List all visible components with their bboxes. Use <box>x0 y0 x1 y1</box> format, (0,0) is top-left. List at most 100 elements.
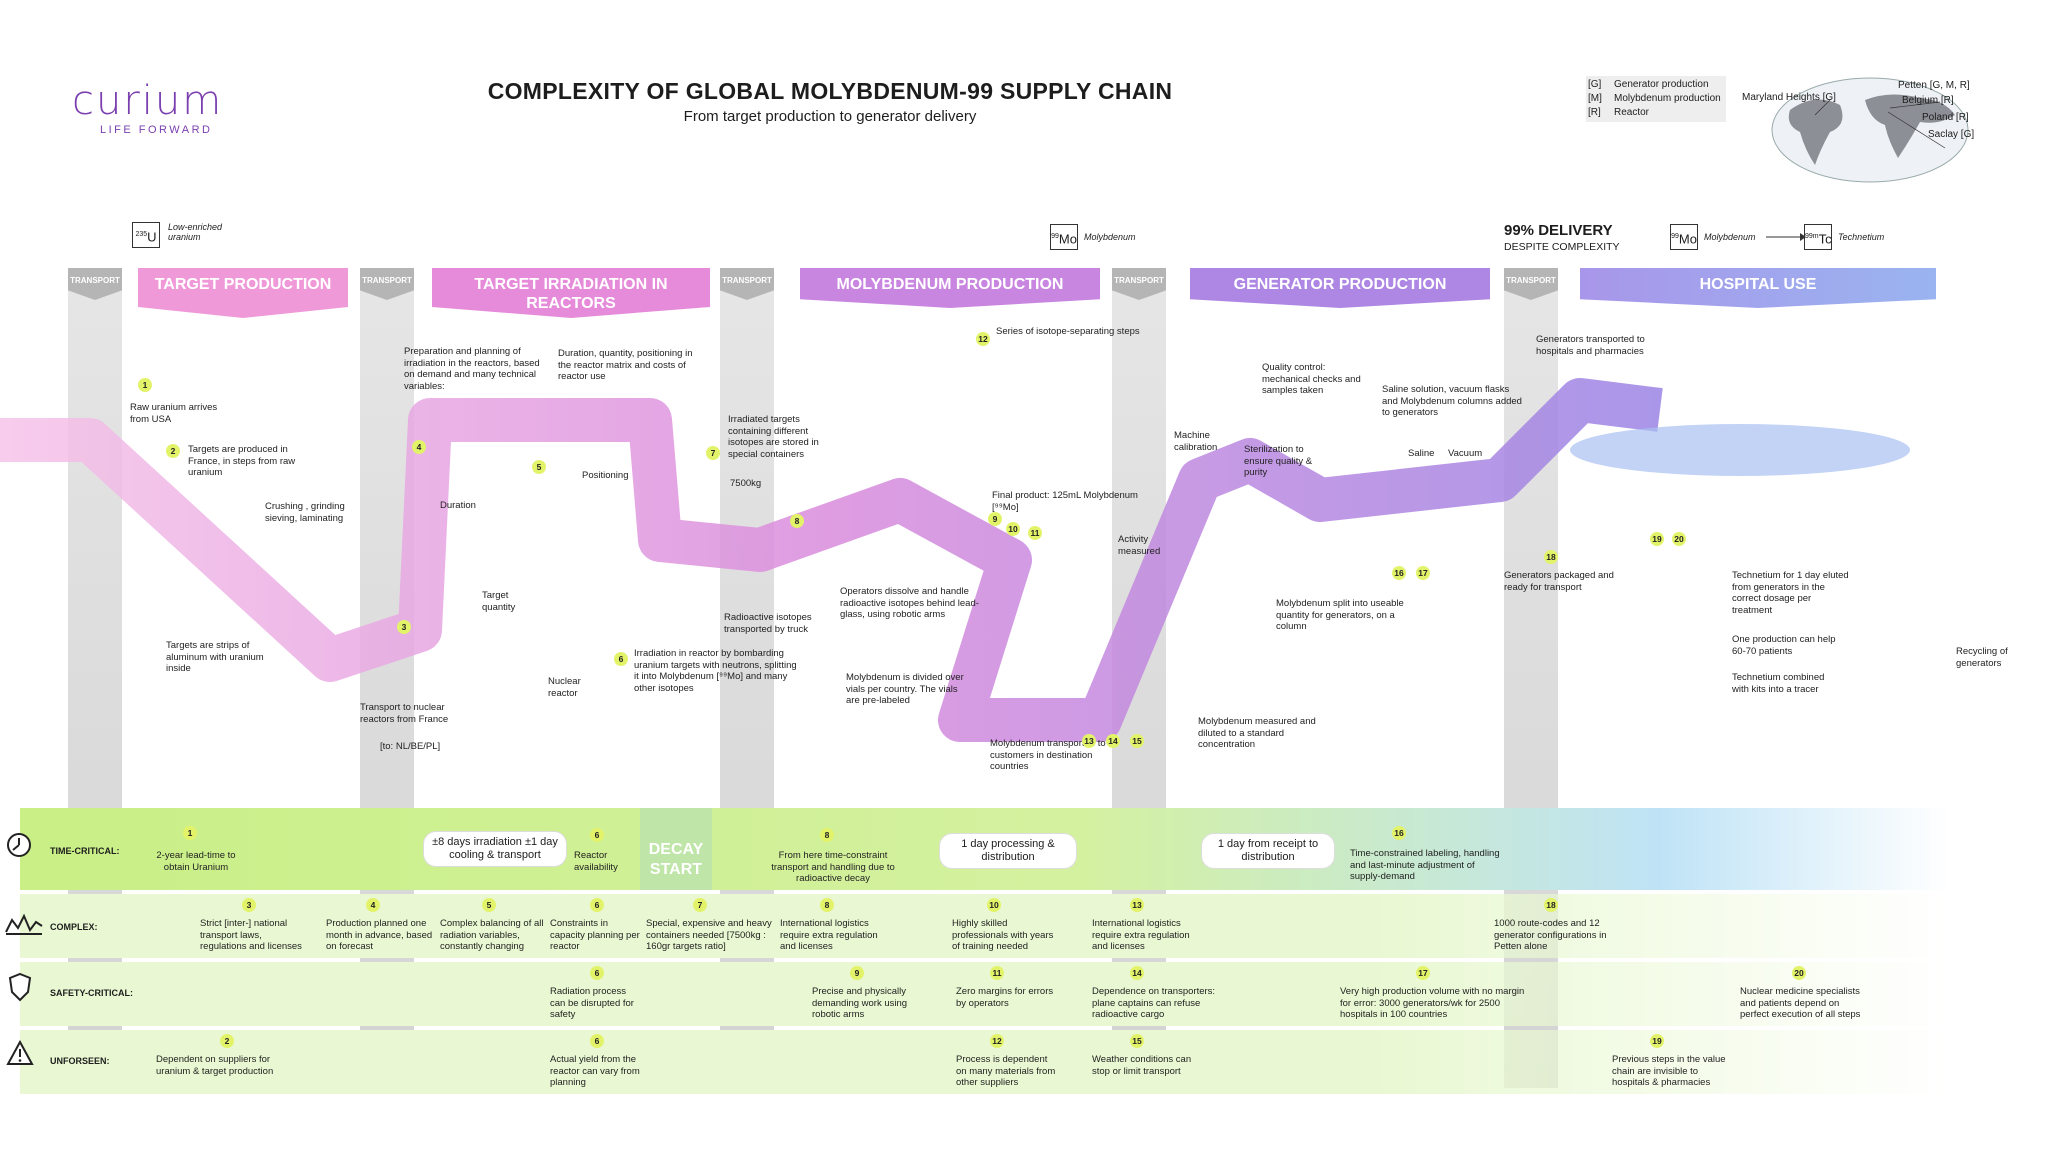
diagram-text: Targets are strips of aluminum with uran… <box>166 640 264 674</box>
row-item-text: Strict [inter-] national transport laws,… <box>200 918 302 952</box>
isotope-caption: Low-enriched uranium <box>168 222 223 242</box>
map-label: Saclay [G] <box>1928 129 1975 140</box>
diagram-text: Generators transported to hospitals and … <box>1536 334 1645 357</box>
map-label: Poland [R] <box>1922 112 1969 123</box>
row-item-text: International logistics require extra re… <box>780 918 878 952</box>
row-item-pill: 1 day from receipt to distribution <box>1202 834 1334 868</box>
world-map <box>1771 77 1969 183</box>
decay-start-label: DECAY START <box>648 841 704 878</box>
diagram-text: Saline solution, vacuum flasks and Molyb… <box>1382 384 1522 418</box>
complex-graph-icon <box>5 913 43 935</box>
phase-header-molybdenum: MOLYBDENUM PRODUCTION <box>800 268 1100 308</box>
row-item-text: Reactor availability <box>574 850 618 873</box>
diagram-text: One production can help 60-70 patients <box>1732 634 1836 657</box>
diagram-text: Duration <box>440 500 476 511</box>
diagram-text: Vacuum <box>1448 448 1483 459</box>
arrow-icon <box>1766 233 1806 241</box>
row-badge: 6 <box>590 828 604 842</box>
shield-icon <box>8 972 32 1002</box>
step-badge: 11 <box>1028 526 1042 540</box>
phase-header-generator: GENERATOR PRODUCTION <box>1190 268 1490 308</box>
map-label: Petten [G, M, R] <box>1898 80 1970 91</box>
step-badge: 4 <box>412 440 426 454</box>
row-badge: 6 <box>590 1034 604 1048</box>
diagram-text: Preparation and planning of irradiation … <box>404 346 540 392</box>
step-badge: 12 <box>976 332 990 346</box>
step-badge: 14 <box>1106 734 1120 748</box>
step-badge: 13 <box>1082 734 1096 748</box>
row-badge: 19 <box>1650 1034 1664 1048</box>
row-badge: 4 <box>366 898 380 912</box>
isotope-caption: Molybdenum <box>1704 232 1756 242</box>
row-badge: 17 <box>1416 966 1430 980</box>
row-badge: 7 <box>693 898 707 912</box>
phase-header-target-production: TARGET PRODUCTION <box>138 268 348 318</box>
row-item-text: International logistics require extra re… <box>1092 918 1190 952</box>
phase-header-irradiation: TARGET IRRADIATION IN REACTORS <box>432 268 710 318</box>
row-item-text: Actual yield from the reactor can vary f… <box>550 1054 640 1088</box>
row-badge: 20 <box>1792 966 1806 980</box>
row-item-text: Complex balancing of all radiation varia… <box>440 918 544 952</box>
unforseen-band <box>20 1030 1950 1094</box>
diagram-text: Nuclear reactor <box>548 676 581 699</box>
row-badge: 18 <box>1544 898 1558 912</box>
step-badge: 16 <box>1392 566 1406 580</box>
diagram-text: Targets are produced in France, in steps… <box>188 444 296 478</box>
row-badge: 3 <box>242 898 256 912</box>
diagram-text: Activity measured <box>1118 534 1161 557</box>
diagram-text: Machine calibration <box>1174 430 1218 453</box>
diagram-text: Saline <box>1408 448 1435 459</box>
logo-wordmark: curium <box>72 78 224 124</box>
row-item-text: Precise and physically demanding work us… <box>812 986 908 1020</box>
step-badge: 7 <box>706 446 720 460</box>
row-badge: 12 <box>990 1034 1004 1048</box>
delivery-subline: DESPITE COMPLEXITY <box>1504 241 1620 253</box>
row-item-text: Production planned one month in advance,… <box>326 918 433 952</box>
row-item-text: Constraints in capacity planning per rea… <box>550 918 640 952</box>
row-item-text: From here time-constraint transport and … <box>771 850 895 884</box>
row-item-text: Zero margins for errors by operators <box>956 986 1054 1009</box>
row-item-text: Process is dependent on many materials f… <box>956 1054 1056 1088</box>
row-badge: 16 <box>1392 826 1406 840</box>
isotope-box: 99mTc <box>1804 224 1832 250</box>
diagram-text: Crushing , grinding sieving, laminating <box>265 501 345 524</box>
diagram-text: Technetium combined with kits into a tra… <box>1732 672 1825 695</box>
diagram-text: Duration, quantity, positioning in the r… <box>558 348 693 382</box>
diagram-text: Molybdenum is divided over vials per cou… <box>846 672 964 706</box>
row-badge: 6 <box>590 898 604 912</box>
row-badge: 5 <box>482 898 496 912</box>
diagram-text: Technetium for 1 day eluted from generat… <box>1732 570 1849 616</box>
row-item-text: Previous steps in the value chain are in… <box>1612 1054 1726 1088</box>
page-subtitle: From target production to generator deli… <box>683 108 977 125</box>
logo-tagline: LIFE FORWARD <box>100 124 213 136</box>
diagram-text: Transport to nuclear reactors from Franc… <box>360 702 449 725</box>
warning-icon <box>6 1040 34 1065</box>
isotope-caption: Molybdenum <box>1084 232 1136 242</box>
row-item-text: Dependence on transporters: plane captai… <box>1092 986 1216 1020</box>
delivery-headline: 99% DELIVERY <box>1504 222 1613 239</box>
row-badge: 8 <box>820 828 834 842</box>
clock-icon <box>7 833 31 857</box>
diagram-text: Sterilization to ensure quality & purity <box>1244 444 1313 478</box>
diagram-text: Irradiated targets containing different … <box>728 414 819 460</box>
legend-item: [R]Reactor <box>1588 107 1650 118</box>
diagram-text: Radioactive isotopes transported by truc… <box>724 612 812 635</box>
row-item-text: Special, expensive and heavy containers … <box>646 918 772 952</box>
diagram-text: Raw uranium arrives from USA <box>130 402 218 425</box>
diagram-text: 7500kg <box>730 478 762 489</box>
isotope-box: 235U <box>132 222 160 248</box>
legend-item: [M]Molybdenum production <box>1588 93 1721 104</box>
isotope-box: 99Mo <box>1050 224 1078 250</box>
diagram-text: Molybdenum transported to customers in d… <box>990 738 1106 772</box>
row-label-time-critical: TIME-CRITICAL: <box>50 846 120 856</box>
row-item-pill: 1 day processing & distribution <box>940 834 1076 868</box>
step-badge: 19 <box>1650 532 1664 546</box>
row-item-pill: ±8 days irradiation ±1 day cooling & tra… <box>424 832 566 866</box>
decay-start-band <box>640 808 712 890</box>
row-item-text: Very high production volume with no marg… <box>1340 986 1525 1020</box>
safety-band <box>20 962 1950 1026</box>
row-badge: 8 <box>820 898 834 912</box>
process-flow-ribbon <box>0 378 1910 742</box>
row-item-text: Weather conditions can stop or limit tra… <box>1092 1054 1192 1077</box>
row-badge: 1 <box>183 826 197 840</box>
